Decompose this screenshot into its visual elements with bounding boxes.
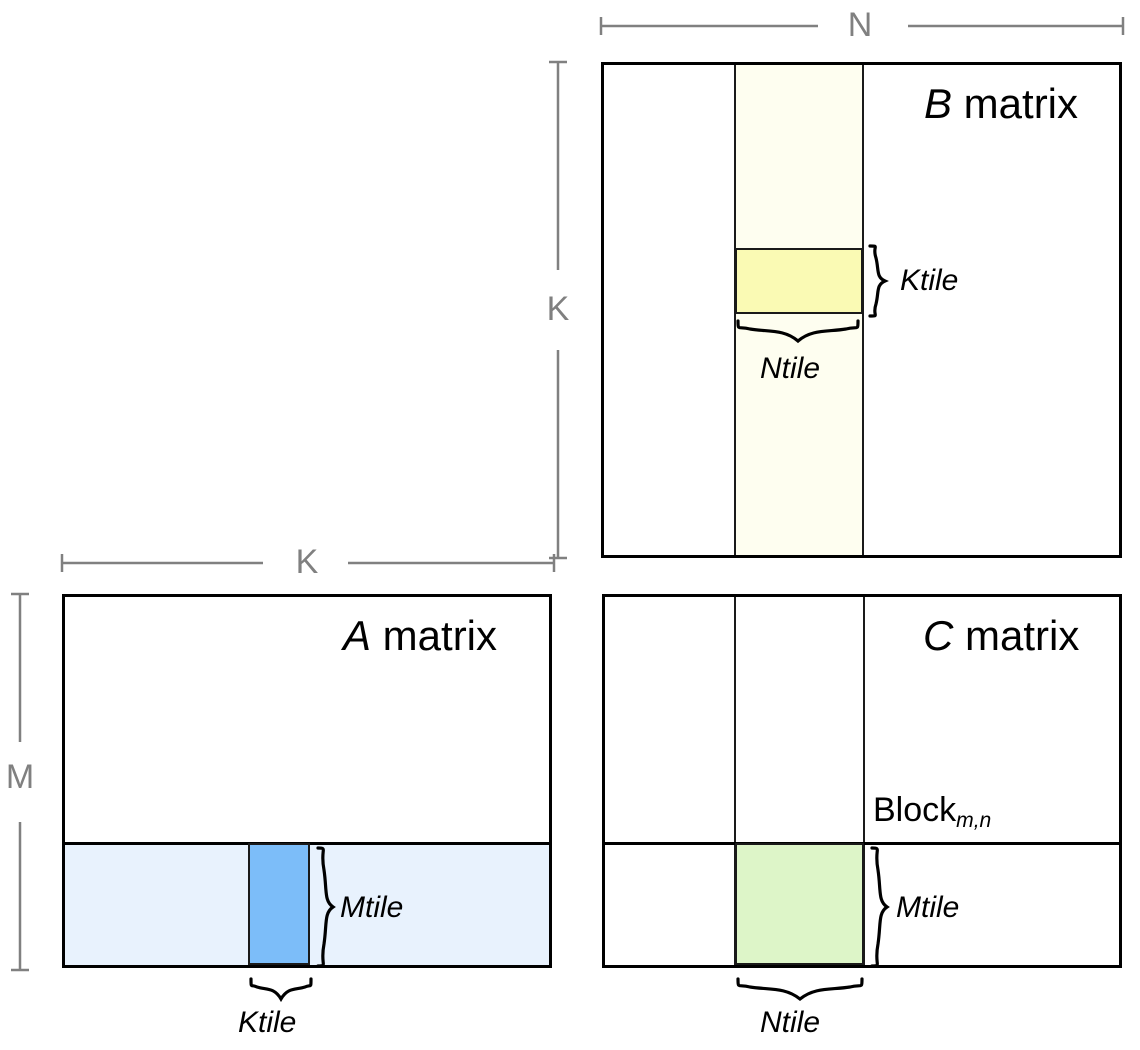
- dimension-rule-k-horizontal: [60, 554, 556, 572]
- a-matrix-name-var: A: [343, 612, 372, 659]
- c-matrix-block-label-text: Block: [873, 791, 957, 829]
- dimension-rule-m-vertical: [11, 592, 29, 972]
- dimension-rule-k-vertical: [549, 60, 567, 560]
- b-matrix-box: B matrix: [601, 62, 1122, 558]
- a-matrix-active-tile: [248, 843, 310, 965]
- c-matrix-ntile-label: Ntile: [760, 1006, 821, 1039]
- b-matrix-active-tile: [735, 248, 863, 314]
- dimension-label-m-vertical: M: [5, 758, 35, 796]
- b-matrix-ktile-label: Ktile: [900, 264, 959, 297]
- a-matrix-mtile-brace: [316, 846, 336, 968]
- c-matrix-mtile-label: Mtile: [896, 891, 960, 924]
- b-matrix-name-rest: matrix: [952, 80, 1079, 127]
- a-matrix-ktile-label: Ktile: [238, 1006, 297, 1039]
- b-matrix-ntile-brace: [736, 319, 860, 344]
- b-matrix-ktile-brace: [868, 244, 889, 318]
- dimension-label-k-vertical: K: [546, 290, 570, 328]
- b-matrix-ntile-label: Ntile: [760, 352, 821, 385]
- a-matrix-name: A matrix: [343, 615, 497, 657]
- b-matrix-name-var: B: [924, 80, 953, 127]
- dimension-label-k-horizontal: K: [295, 543, 319, 581]
- c-matrix-mtile-brace: [870, 846, 890, 968]
- c-matrix-column-divider-right: [863, 597, 865, 965]
- a-matrix-mtile-label: Mtile: [340, 891, 404, 924]
- a-matrix-box: A matrix: [62, 594, 552, 968]
- c-matrix-column-divider-left: [734, 597, 736, 965]
- b-matrix-name: B matrix: [924, 83, 1078, 125]
- dimension-label-n: N: [847, 6, 873, 44]
- c-matrix-box: C matrix Blockm,n: [602, 594, 1122, 968]
- c-matrix-name: C matrix: [923, 615, 1079, 657]
- b-matrix-column-divider-right: [862, 65, 864, 555]
- a-matrix-ktile-brace: [249, 977, 313, 1003]
- c-matrix-active-tile: [735, 843, 864, 965]
- c-matrix-name-var: C: [923, 612, 954, 659]
- c-matrix-block-label: Blockm,n: [873, 791, 991, 831]
- c-matrix-block-label-subscript: m,n: [956, 809, 992, 833]
- a-matrix-name-rest: matrix: [371, 612, 498, 659]
- c-matrix-name-rest: matrix: [953, 612, 1080, 659]
- c-matrix-ntile-brace: [736, 977, 864, 1002]
- dimension-rule-n: [599, 17, 1125, 35]
